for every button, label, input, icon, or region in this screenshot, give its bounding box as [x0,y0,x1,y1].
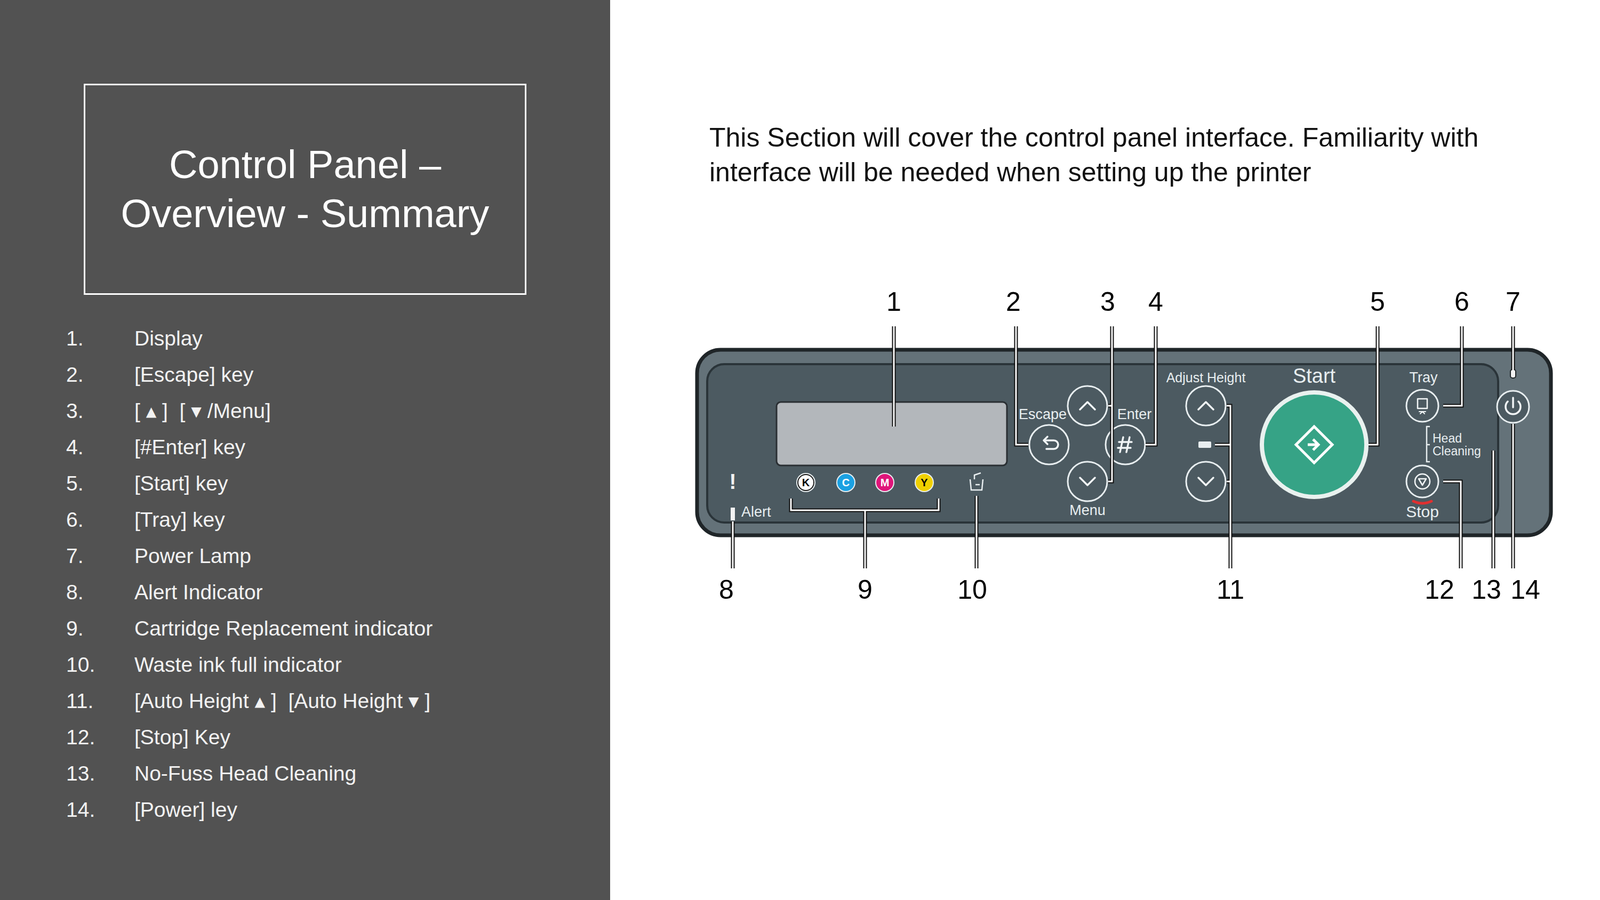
side-panel [0,0,611,900]
title: Control Panel – Overview - Summary [104,140,506,239]
key-label: Enter [1117,405,1152,423]
list-number: 4. [66,435,84,461]
ink-letter: M [880,476,890,490]
ink-letter: C [842,476,850,490]
alert-indicator [730,507,735,521]
list-item: No-Fuss Head Cleaning [134,761,357,787]
key-label: Adjust Height [1166,369,1246,386]
callout-number: 7 [1505,285,1521,318]
list-number: 7. [66,544,84,570]
list-number: 1. [66,326,84,352]
list-item: [Auto Height ▴ ] [Auto Height ▾ ] [134,689,431,715]
list-item: Display [134,326,203,352]
key-label: Escape [1018,405,1067,423]
callout-number: 11 [1216,573,1245,606]
ink-indicator: Y [915,474,933,492]
ink-letter: Y [920,476,928,490]
display [776,402,1007,466]
list-number: 13. [66,761,95,787]
callout-number: 6 [1454,285,1470,318]
callout-number: 5 [1370,285,1386,318]
list-item: Alert Indicator [134,580,263,606]
list-item: [Start] key [134,471,229,497]
callout-number: 9 [857,573,873,606]
list-item: Cartridge Replacement indicator [134,616,433,642]
list-item: [ ▴ ] [ ▾ /Menu] [134,398,271,424]
list-number: 9. [66,616,84,642]
leader-lines [732,326,1514,569]
title-box: Control Panel – Overview - Summary [83,83,527,295]
key-label: Start [1292,364,1336,389]
alert-symbol: ! [729,468,736,495]
key-label: Stop [1405,502,1439,522]
waste-ink-icon [970,473,983,491]
list-item: [Power] ley [134,797,238,823]
keys [1029,386,1530,502]
ink-indicator: M [876,474,894,492]
list-number: 8. [66,580,84,606]
list-item: Power Lamp [134,544,252,570]
indicator-label: Alert [741,503,772,521]
panel-inset [707,364,1499,523]
key-label: Head Cleaning [1432,432,1488,458]
list-number: 2. [66,362,84,388]
callout-number: 10 [957,573,988,606]
key-label: Tray [1409,369,1438,387]
list-number: 5. [66,471,84,497]
list-number: 11. [66,689,94,715]
list-number: 6. [66,507,84,533]
callout-number: 4 [1148,285,1164,318]
list-item: Waste ink full indicator [134,652,342,678]
head-cleaning-bracket [1426,426,1430,462]
callout-number: 12 [1424,573,1455,606]
list-item: [#Enter] key [134,435,246,461]
list-item: [Stop] Key [134,725,231,751]
callout-number: 3 [1100,285,1116,318]
list-number: 14. [66,797,95,823]
callout-number: 2 [1005,285,1021,318]
key-label: Menu [1069,501,1106,519]
power-lamp [1510,369,1516,379]
callout-number: 1 [886,285,902,318]
list-item: [Escape] key [134,362,254,388]
ink-indicator: K [797,474,815,492]
callout-number: 14 [1510,573,1541,606]
callout-number: 13 [1471,573,1502,606]
intro-text: This Section will cover the control pane… [709,120,1584,190]
start-key [1259,390,1369,500]
ink-indicator: C [837,474,855,492]
list-number: 3. [66,398,84,424]
list-number: 10. [66,652,95,678]
callout-number: 8 [718,573,734,606]
ink-letter: K [802,476,810,490]
panel-housing [697,349,1551,536]
list-number: 12. [66,725,95,751]
list-item: [Tray] key [134,507,226,533]
height-icon [1198,441,1212,448]
